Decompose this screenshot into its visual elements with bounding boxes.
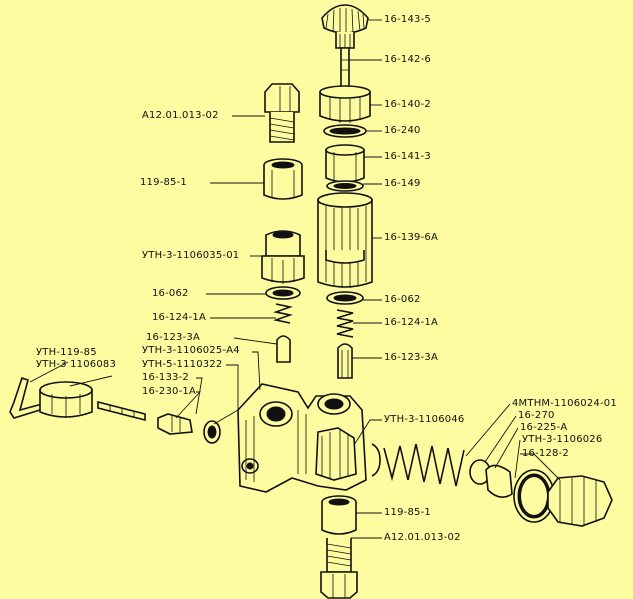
label-16-141-3: 16-141-3: [384, 151, 431, 162]
valve-16-123-3a-left: [276, 335, 291, 363]
fitting-uth-1106035-01: [261, 230, 305, 284]
washer-uth-5-1110322: [203, 420, 221, 444]
label-119-85-1-top: 119-85-1: [140, 177, 187, 188]
label-uth-1106083: УТН-3 1106083: [36, 359, 117, 370]
handle-uth-119-85: [9, 376, 44, 419]
label-16-140-2: 16-140-2: [384, 99, 431, 110]
label-16-143-5: 16-143-5: [384, 14, 431, 25]
nut-119-85-1-top: [263, 158, 303, 200]
label-uth-1106046: УТН-3-1106046: [384, 414, 465, 425]
label-16-139-6a: 16-139-6A: [384, 232, 439, 243]
label-119-85-1-bottom: 119-85-1: [384, 507, 431, 518]
label-16-142-6: 16-142-6: [384, 54, 431, 65]
filter-16-225-a: [485, 464, 513, 498]
sleeve-16-141-3: [325, 144, 365, 183]
gasket-uth-1106026: [513, 469, 555, 523]
plug-16-128-2: [547, 475, 613, 527]
label-16-128-2: 16-128-2: [522, 448, 569, 459]
label-uth-1106026: УТН-3-1106026: [522, 434, 603, 445]
label-uth-1106035-01: УТН-3-1106035-01: [142, 250, 240, 261]
valve-16-123-3a-right: [337, 343, 353, 379]
knob-16-143-5: [321, 4, 369, 49]
body-16-139-6a: [317, 192, 373, 288]
leader-lines: [29, 19, 561, 539]
label-16-149: 16-149: [384, 178, 421, 189]
label-a12-01-013-02-top: А12.01.013-02: [142, 110, 219, 121]
label-16-240: 16-240: [384, 125, 421, 136]
pump-housing-uth-1106025-a4: [237, 383, 367, 493]
label-4mthm-1106024-01: 4МТНМ-1106024-01: [512, 398, 617, 409]
label-16-123-3a-left: 16-123-3А: [146, 332, 201, 343]
rod-16-142-6: [340, 47, 350, 89]
label-16-062-right: 16-062: [384, 294, 421, 305]
label-16-123-3a-right: 16-123-3A: [384, 352, 439, 363]
label-16-230-1a: 16-230-1А: [142, 386, 197, 397]
label-16-225-a: 16-225-А: [520, 422, 568, 433]
plunger-16-133-2: [157, 413, 193, 435]
label-uth-1106025-a4: УТН-3-1106025-А4: [142, 345, 240, 356]
spring-16-124-1a-right: [336, 309, 354, 338]
bolt-a12-01-013-02-top: [264, 83, 300, 143]
nut-16-140-2: [319, 85, 371, 123]
spring-uth-1106046: [371, 443, 465, 487]
label-uth-119-85: УТН-119-85: [36, 347, 97, 358]
nut-119-85-1-bottom: [321, 495, 357, 535]
label-a12-01-013-02-bottom: А12.01.013-02: [384, 532, 461, 543]
label-16-124-1a-right: 16-124-1A: [384, 317, 439, 328]
label-16-270: 16-270: [518, 410, 555, 421]
washer-16-240: [323, 124, 367, 138]
label-16-062-left: 16-062: [152, 288, 189, 299]
ring-16-149: [326, 180, 364, 192]
label-16-124-1a-left: 16-124-1А: [152, 312, 207, 323]
rod-16-230-1a: [97, 400, 146, 422]
oring-16-062-right: [326, 291, 364, 305]
cap-uth-1106083: [39, 381, 93, 418]
label-uth-5-1110322: УТН-5-1110322: [142, 359, 223, 370]
bolt-a12-01-013-02-bottom: [320, 538, 358, 599]
label-16-133-2: 16-133-2: [142, 372, 189, 383]
spring-16-124-1a-left: [273, 303, 293, 324]
oring-16-062-left: [265, 286, 301, 300]
